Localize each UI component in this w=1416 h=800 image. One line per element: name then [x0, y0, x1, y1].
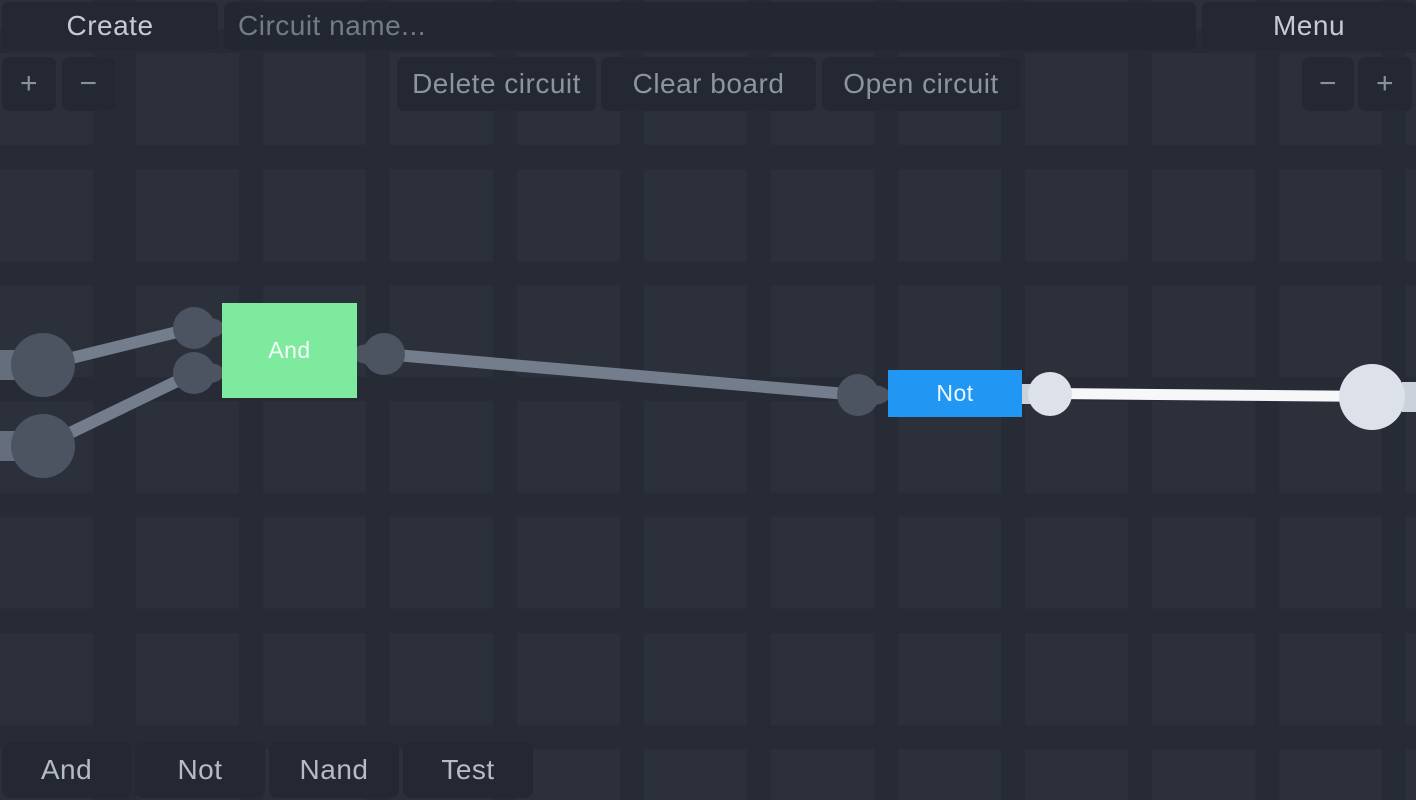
wire-not-to-output	[1049, 388, 1374, 402]
wire-and-to-not	[383, 348, 860, 402]
palette-item-and[interactable]: And	[2, 742, 131, 798]
not-gate-label: Not	[936, 380, 974, 406]
circuit-input-node-2[interactable]	[11, 414, 75, 478]
zoom-in-button-right[interactable]: +	[1358, 57, 1412, 111]
and-input-pin-2[interactable]	[173, 352, 215, 394]
not-gate[interactable]: Not	[888, 370, 1022, 417]
menu-button[interactable]: Menu	[1202, 2, 1416, 50]
output-stub-right	[1402, 382, 1416, 412]
palette-item-test[interactable]: Test	[403, 742, 533, 798]
circuit-output-node[interactable]	[1339, 364, 1405, 430]
circuit-name-input[interactable]	[224, 2, 1196, 50]
zoom-out-button-left[interactable]: −	[62, 57, 115, 111]
open-circuit-button[interactable]: Open circuit	[822, 57, 1020, 111]
create-button[interactable]: Create	[2, 2, 218, 50]
not-output-pin[interactable]	[1028, 372, 1072, 416]
palette-item-not[interactable]: Not	[135, 742, 265, 798]
zoom-out-button-right[interactable]: −	[1302, 57, 1354, 111]
and-gate-label: And	[268, 337, 311, 363]
circuit-input-node-1[interactable]	[11, 333, 75, 397]
zoom-in-button-left[interactable]: +	[2, 57, 56, 111]
clear-board-button[interactable]: Clear board	[601, 57, 816, 111]
palette-item-nand[interactable]: Nand	[269, 742, 399, 798]
delete-circuit-button[interactable]: Delete circuit	[397, 57, 596, 111]
and-output-pin[interactable]	[363, 333, 405, 375]
not-input-pin[interactable]	[837, 374, 879, 416]
and-input-pin-1[interactable]	[173, 307, 215, 349]
and-gate[interactable]: And	[222, 303, 357, 398]
